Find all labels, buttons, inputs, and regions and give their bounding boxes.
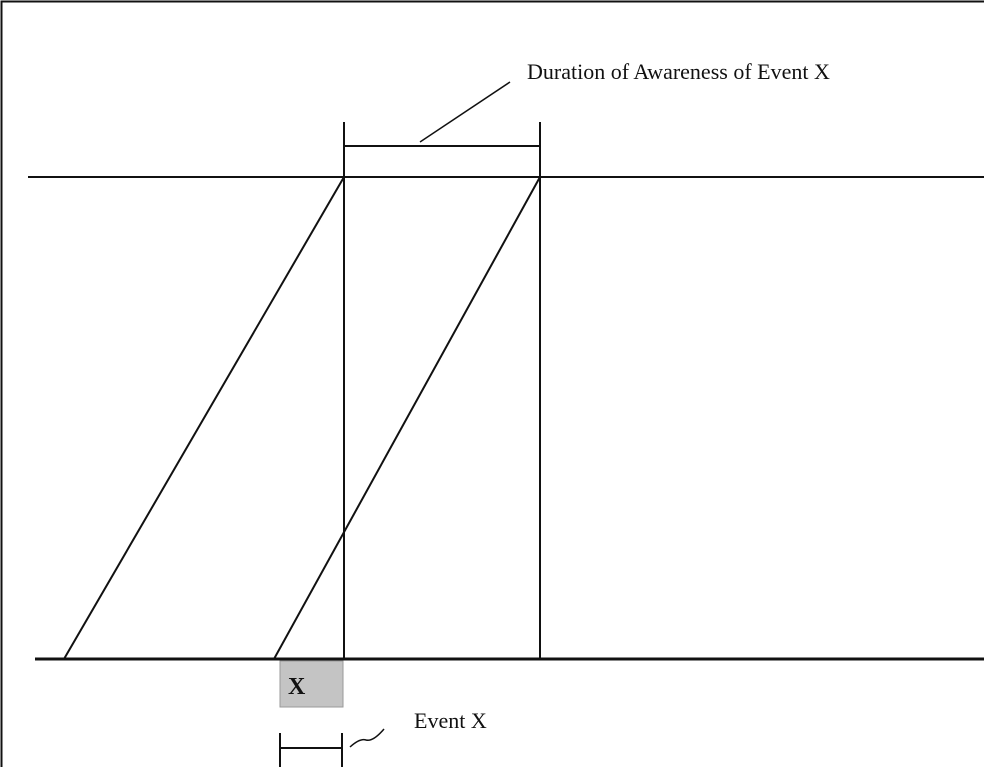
event-label: Event X (414, 708, 487, 733)
event-leader-line (349, 728, 385, 748)
awareness-leader-line (419, 81, 511, 143)
diagonal-line-left (63, 176, 345, 660)
event-x-marker: X (288, 674, 306, 700)
diagonal-line-right (273, 176, 541, 660)
event-x-box (279, 660, 344, 708)
awareness-label: Duration of Awareness of Event X (527, 59, 830, 84)
